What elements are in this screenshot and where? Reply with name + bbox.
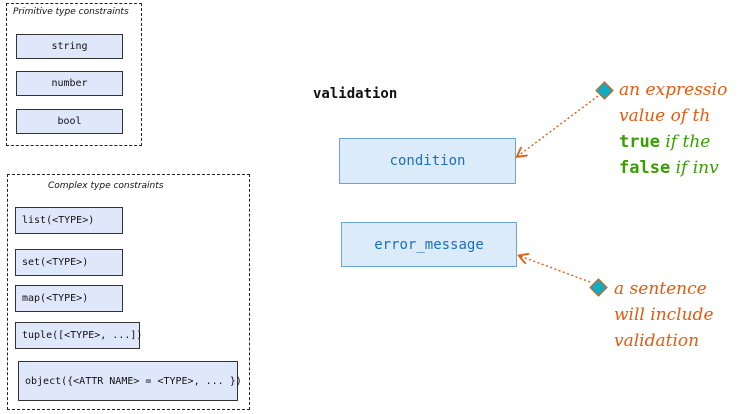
condition-block: condition: [339, 138, 516, 184]
error-note-line2: will include: [614, 305, 714, 325]
true-keyword: true: [619, 132, 660, 152]
complex-constraints-group: Complex type constraints list(<TYPE>) se…: [7, 174, 250, 410]
error-arrow: [520, 256, 591, 283]
error-note-line3: validation: [614, 331, 700, 351]
condition-arrow: [518, 95, 599, 156]
condition-note-line3: true if the: [619, 129, 727, 155]
error-note-line1: a sentence: [614, 279, 707, 299]
type-map: map(<TYPE>): [15, 285, 123, 312]
type-list: list(<TYPE>): [15, 207, 123, 234]
type-set: set(<TYPE>): [15, 249, 123, 276]
primitive-constraints-title: Primitive type constraints: [13, 7, 129, 17]
type-object: object({<ATTR NAME> = <TYPE>, ... }): [18, 361, 242, 401]
condition-note-line4-rest: if inv: [670, 158, 719, 178]
primitive-constraints-group: Primitive type constraints string number…: [6, 3, 142, 146]
type-number: number: [16, 71, 123, 96]
error-note: a sentence will include validation: [614, 276, 714, 354]
false-keyword: false: [619, 158, 671, 178]
error-message-block: error_message: [341, 222, 517, 267]
condition-note-line2: value of th: [619, 106, 711, 126]
condition-note-line4: false if inv: [619, 155, 727, 181]
complex-constraints-title: Complex type constraints: [48, 181, 164, 191]
condition-note-line1: an expressio: [619, 80, 728, 100]
type-tuple: tuple([<TYPE>, ...]): [15, 322, 142, 349]
condition-note: an expressio value of th true if the fal…: [619, 77, 727, 181]
type-bool: bool: [16, 109, 123, 134]
type-string: string: [16, 34, 123, 59]
validation-heading: validation: [313, 86, 398, 102]
condition-note-line3-rest: if the: [659, 132, 711, 152]
